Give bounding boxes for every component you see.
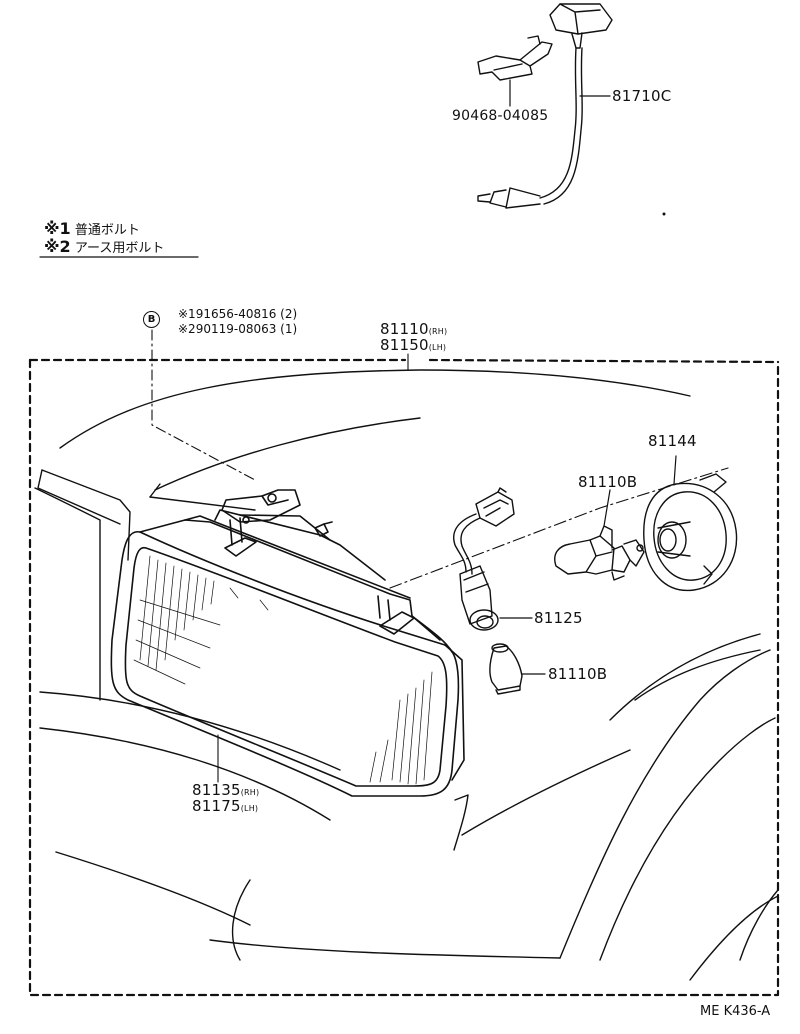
lens-hatching (133, 555, 433, 785)
cover-81144 (643, 455, 738, 592)
bulb-81110B-bottom (489, 643, 546, 695)
part-label-81110-rh: 81110(RH) (380, 322, 447, 337)
part-81110-number: 81110 (380, 320, 429, 338)
part-label-81110B-top: 81110B (578, 473, 638, 491)
leader-lines (151, 329, 729, 783)
part-81135-number: 81135 (192, 781, 241, 799)
bulb-81110B-top (554, 489, 645, 581)
diagram-code: ME K436-A (700, 1004, 771, 1019)
legend-note-2-mark: ※2 (44, 237, 71, 256)
legend-note-1-mark: ※1 (44, 219, 71, 238)
bolt-badge-b: B (143, 311, 160, 328)
legend-note-2: ※2 アース用ボルト (44, 237, 164, 256)
top-parts (477, 3, 666, 216)
part-81135-suffix: (RH) (240, 788, 260, 797)
part-label-81144: 81144 (648, 432, 697, 450)
part-81150-suffix: (LH) (428, 343, 447, 352)
headlamp-unit (110, 489, 465, 797)
legend-note-2-text: アース用ボルト (74, 241, 165, 256)
assembly-frame (28, 358, 780, 997)
legend-note-1: ※1 普通ボルト (44, 219, 140, 238)
part-label-81135-rh: 81135(RH) (192, 783, 259, 798)
part-81175-number: 81175 (192, 797, 241, 815)
part-81110-suffix: (RH) (428, 327, 448, 336)
socket-81125 (453, 487, 533, 631)
part-label-81175-lh: 81175(LH) (192, 799, 258, 814)
part-label-81710C: 81710C (612, 87, 672, 105)
part-label-81150-lh: 81150(LH) (380, 338, 446, 353)
bolt-ref-line-2: ※290119-08063 (1) (178, 322, 298, 336)
car-body-outline (34, 369, 779, 981)
legend-note-1-text: 普通ボルト (74, 223, 140, 238)
part-81150-number: 81150 (380, 336, 429, 354)
part-label-81110B-bottom: 81110B (548, 665, 608, 683)
part-label-90468-04085: 90468-04085 (452, 108, 549, 124)
part-label-81125: 81125 (534, 609, 583, 627)
part-81175-suffix: (LH) (240, 804, 259, 813)
bolt-ref-line-1: ※191656-40816 (2) (178, 307, 298, 321)
